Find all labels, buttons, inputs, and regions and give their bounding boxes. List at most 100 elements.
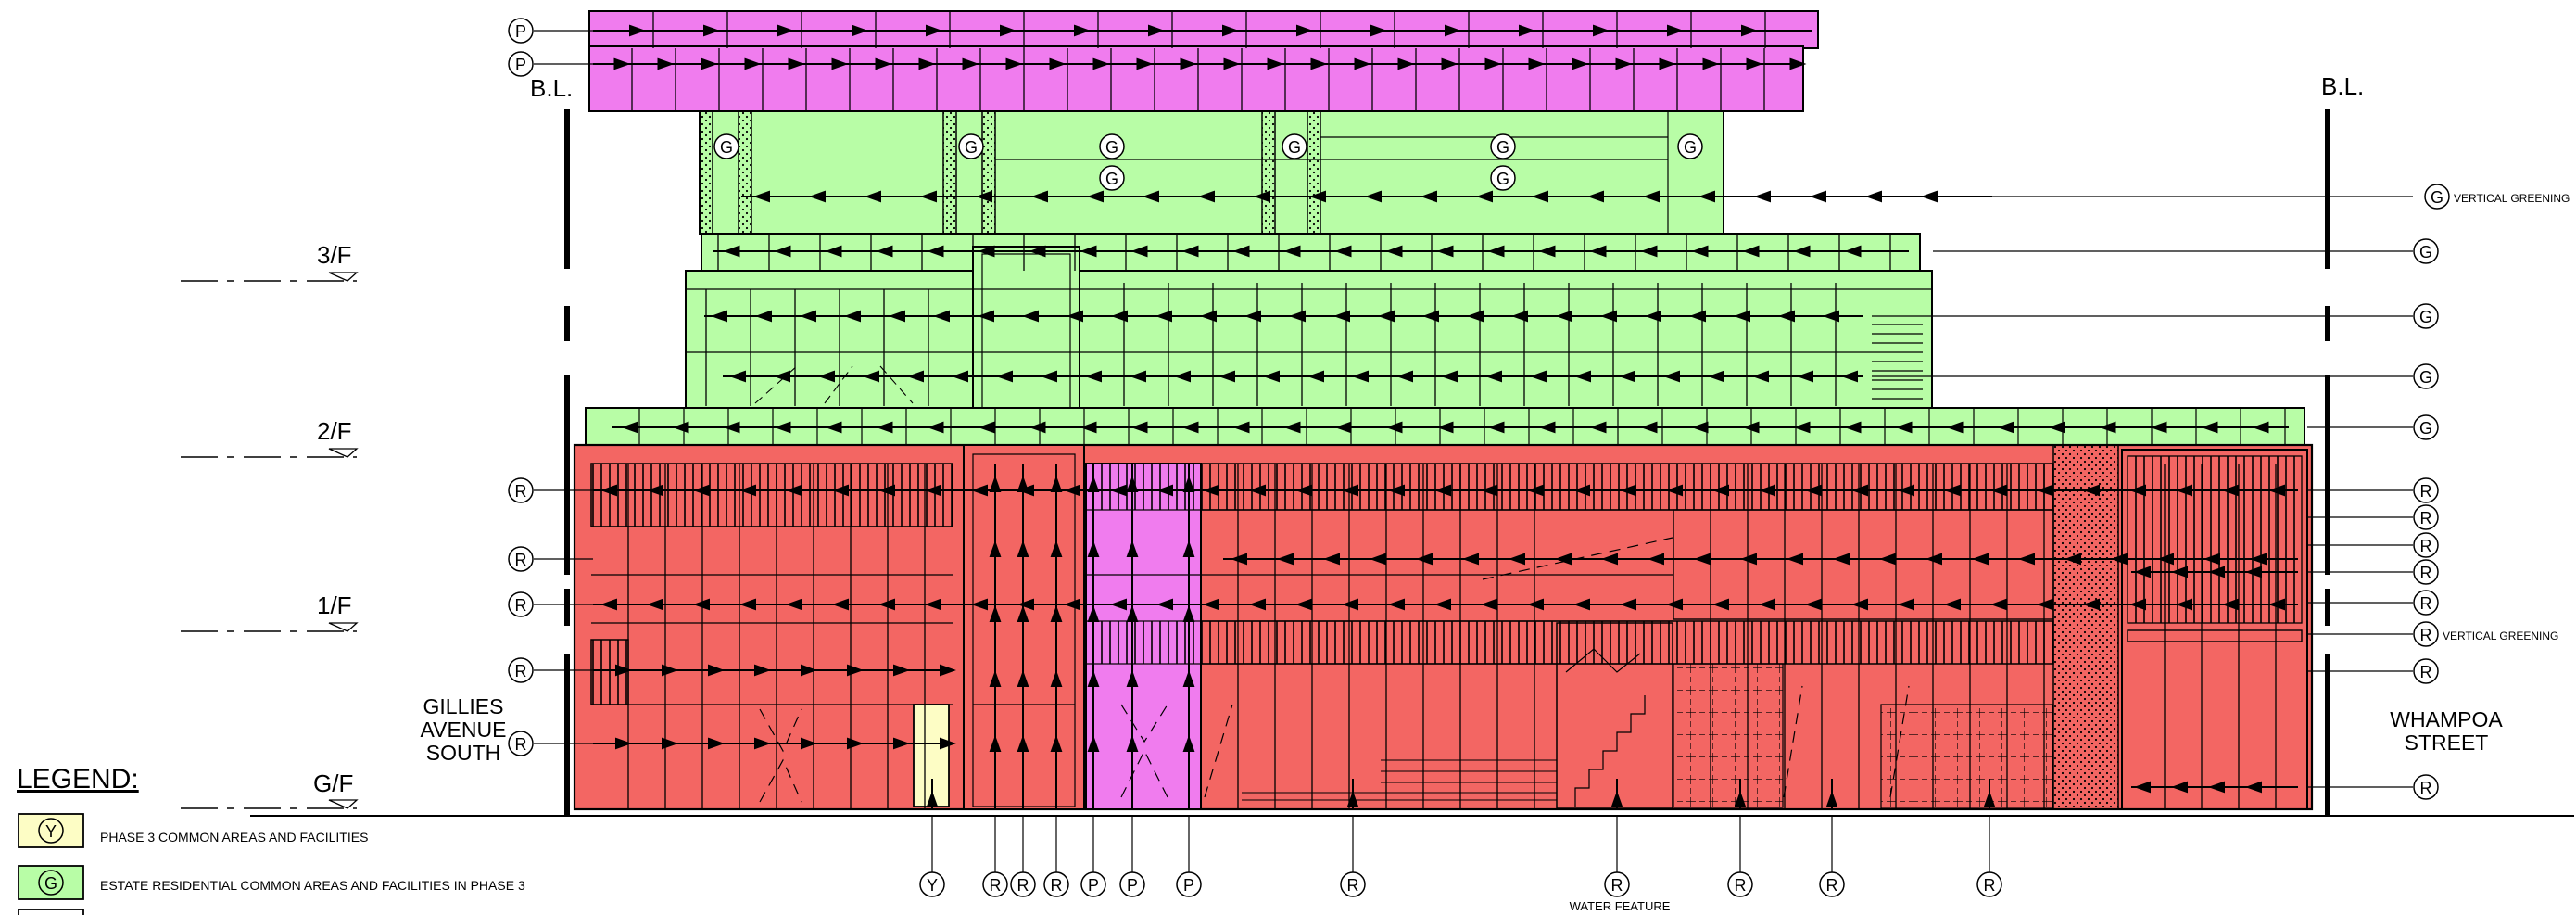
flow-arrow (2134, 781, 2151, 794)
flow-arrow (1385, 421, 1403, 434)
flow-arrow (1249, 484, 1266, 497)
flow-arrow (1759, 484, 1775, 497)
flow-arrow (629, 24, 646, 37)
flow-arrow (1538, 421, 1556, 434)
flow-arrow (615, 664, 632, 677)
level-marker-1f: 1/F (181, 591, 359, 632)
callout-right-2: G (2413, 238, 2439, 264)
flow-arrow (2065, 553, 2081, 566)
flow-arrow (1110, 598, 1127, 611)
callout-inside-4: G (1099, 165, 1125, 191)
flow-arrow (1648, 553, 1664, 566)
flow-arrow (1530, 370, 1547, 383)
flow-arrow (940, 737, 956, 750)
flow-arrow (1833, 553, 1850, 566)
flow-arrow (1573, 484, 1590, 497)
flow-arrow (1182, 670, 1195, 687)
flow-arrow (1990, 484, 2007, 497)
flow-arrow (1130, 245, 1148, 258)
flow-arrow (1921, 190, 1938, 203)
flow-arrow (1527, 484, 1544, 497)
flow-arrow (1643, 190, 1660, 203)
callout-right-12-symbol: R (2420, 663, 2432, 681)
flow-arrow (1519, 24, 1535, 37)
flow-arrow (786, 484, 802, 497)
flow-arrow (1017, 735, 1029, 752)
flow-arrow (1944, 598, 1961, 611)
flow-arrow (2201, 421, 2218, 434)
flow-arrow (1050, 605, 1063, 622)
callout-inside-3-symbol: G (1105, 138, 1118, 157)
flow-arrow (1805, 598, 1822, 611)
flow-arrow (875, 57, 892, 70)
flow-arrow (1110, 484, 1127, 497)
street-name-left: GILLIES AVENUE SOUTH (421, 694, 507, 765)
flow-arrow (1698, 190, 1715, 203)
flow-arrow (1155, 310, 1172, 323)
street-left-line-2: AVENUE (421, 718, 507, 742)
flow-arrow (1087, 670, 1100, 687)
flow-arrow (927, 421, 944, 434)
flow-arrow (825, 245, 842, 258)
flow-arrow (831, 57, 849, 70)
callout-right-8: R (2413, 532, 2439, 558)
legend-symbol-g: G (44, 874, 57, 893)
flow-arrow (662, 737, 678, 750)
callout-right-11-symbol: R (2420, 626, 2432, 644)
flow-arrow (672, 421, 689, 434)
flow-arrow (920, 190, 937, 203)
flow-arrow (1029, 245, 1046, 258)
flow-arrow (978, 245, 995, 258)
flow-arrow (729, 370, 746, 383)
callouts-inside: G G G G G G G G (713, 133, 1703, 191)
flow-arrow (1702, 57, 1720, 70)
flow-arrow (2268, 598, 2285, 611)
flow-arrow (1385, 245, 1403, 258)
legend-swatch-g (18, 865, 84, 900)
flow-arrow (2250, 553, 2267, 566)
flow-arrow (2129, 598, 2146, 611)
callout-right-1-symbol: G (2431, 188, 2443, 207)
callout-right-7-symbol: R (2420, 509, 2432, 527)
flow-arrow (1441, 370, 1458, 383)
flow-arrow (1277, 553, 1294, 566)
callout-right-9: R (2413, 559, 2439, 585)
flow-arrow (1742, 245, 1760, 258)
level-marker-2f: 2/F (181, 417, 359, 458)
flow-arrow (1810, 190, 1826, 203)
flow-arrow (1610, 791, 1623, 807)
flow-arrow (1620, 598, 1636, 611)
flow-arrow (1029, 421, 1046, 434)
flow-arrow (1000, 24, 1017, 37)
flow-arrow (1050, 735, 1063, 752)
flow-arrow (1485, 370, 1502, 383)
flow-arrow (1445, 24, 1461, 37)
flow-arrow (1481, 598, 1497, 611)
flow-arrow (1388, 598, 1405, 611)
flow-arrow (1740, 553, 1757, 566)
callout-inside-2: G (958, 133, 984, 159)
flow-arrow (1295, 598, 1312, 611)
flow-arrow (1080, 421, 1097, 434)
level-marker-gf: G/F (181, 769, 359, 809)
flow-arrow (927, 245, 944, 258)
flow-arrow (2157, 553, 2174, 566)
flow-arrow (863, 370, 879, 383)
flow-arrow (1296, 24, 1313, 37)
flow-arrow (755, 310, 772, 323)
flow-arrow (1509, 553, 1525, 566)
flow-arrow (1143, 190, 1159, 203)
flow-arrow (774, 245, 791, 258)
flow-arrow (1231, 553, 1247, 566)
flow-arrow (1667, 24, 1684, 37)
flow-arrow (1865, 190, 1882, 203)
flow-arrow (1659, 57, 1676, 70)
flow-arrow (2203, 553, 2220, 566)
flow-arrow (1666, 598, 1683, 611)
flow-arrow (1481, 484, 1497, 497)
flow-arrow (2171, 566, 2188, 578)
flow-arrow (1126, 540, 1139, 557)
flow-arrow (1484, 57, 1502, 70)
flow-arrow (1041, 370, 1057, 383)
